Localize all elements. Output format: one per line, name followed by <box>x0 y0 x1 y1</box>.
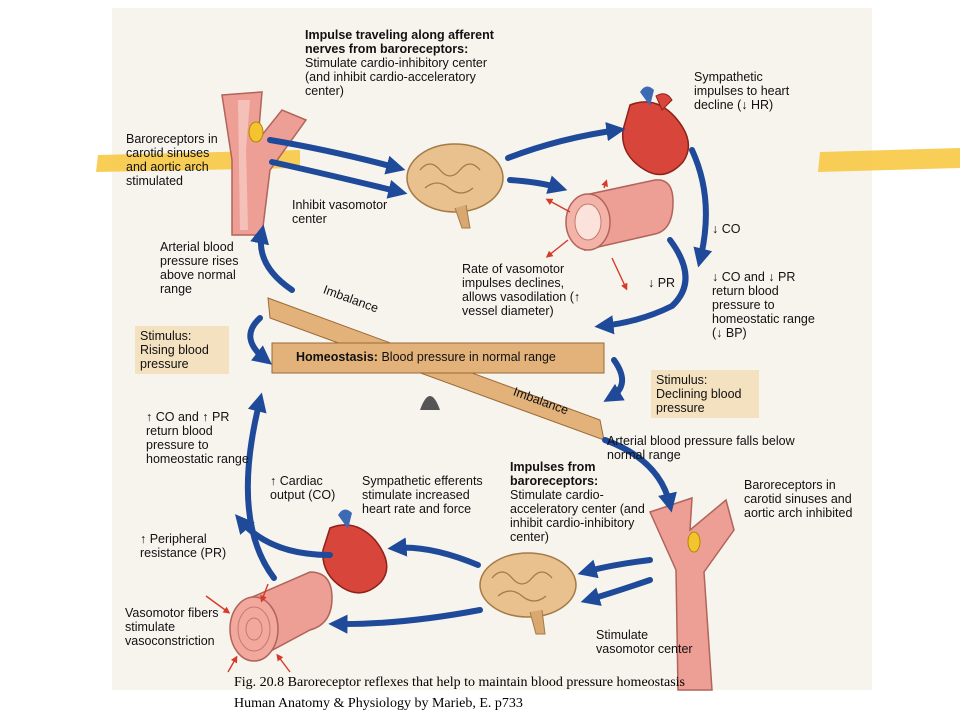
arrow-vessel-to-brain-bottom-1 <box>577 557 653 579</box>
stimulate-vasomotor-label: Stimulate vasomotor center <box>596 628 693 656</box>
homeostasis-label: Homeostasis: Blood pressure in normal ra… <box>296 350 596 364</box>
vessel-dilated-icon <box>565 179 674 251</box>
arrow-vessel-to-brain-bottom-2 <box>580 577 653 606</box>
caption-line2: Human Anatomy & Physiology by Marieb, E.… <box>234 696 523 711</box>
carotid-vessel-top <box>221 91 308 236</box>
arrow-brain-to-vessel-bottom <box>328 607 483 634</box>
inhibit-vasomotor-label: Inhibit vasomotor center <box>292 198 388 226</box>
brain-bottom-icon <box>479 552 577 635</box>
impulses-label: Impulses from baroreceptors: Stimulate c… <box>510 460 650 544</box>
heart-top-icon <box>621 86 690 176</box>
arrow-left-up-to-vessel <box>250 224 295 293</box>
sympathetic-decline-label: Sympathetic impulses to heart decline (↓… <box>694 70 790 112</box>
caption-line1: Fig. 20.8 Baroreceptor reflexes that hel… <box>234 675 686 690</box>
arrow-seesaw-to-stimulus-right <box>603 357 625 402</box>
homeostasis-text: Blood pressure in normal range <box>381 350 556 364</box>
impulse-afferent-title: Impulse traveling along afferent nerves … <box>305 28 494 56</box>
sympathetic-efferents-label: Sympathetic efferents stimulate increase… <box>362 474 483 516</box>
highlight-stripe-right <box>818 148 960 172</box>
baroreceptors-inhibited-label: Baroreceptors in carotid sinuses and aor… <box>744 478 853 520</box>
co-pr-up-return-label: ↑ CO and ↑ PR return blood pressure to h… <box>146 410 249 466</box>
peripheral-resistance-label: ↑ Peripheral resistance (PR) <box>140 532 227 560</box>
rate-vasomotor-label: Rate of vasomotor impulses declines, all… <box>462 262 581 318</box>
arterial-falls-label: Arterial blood pressure falls below norm… <box>607 434 795 462</box>
arterial-rises-label: Arterial blood pressure rises above norm… <box>160 240 239 296</box>
co-pr-down-return-label: ↓ CO and ↓ PR return blood pressure to h… <box>712 270 815 340</box>
impulses-title: Impulses from baroreceptors: <box>510 460 599 488</box>
arrow-to-baroreceptors-bottom <box>602 437 677 513</box>
vasomotor-fibers-label: Vasomotor fibers stimulate vasoconstrict… <box>125 606 219 648</box>
arrow-vessel-to-brain-1 <box>267 137 406 175</box>
impulse-afferent-body: Stimulate cardio-inhibitory center (and … <box>305 56 488 98</box>
seesaw <box>267 297 605 441</box>
homeostasis-title: Homeostasis: <box>296 350 378 364</box>
impulses-body: Stimulate cardio-acceleratory center (an… <box>510 488 645 544</box>
stimulus-declining-box: Stimulus: Declining blood pressure <box>651 370 759 418</box>
arrow-vessel-up-left <box>244 392 277 581</box>
carotid-vessel-bottom <box>648 496 735 691</box>
arrow-stimulus-to-seesaw <box>247 315 273 365</box>
impulse-afferent-label: Impulse traveling along afferent nerves … <box>305 28 505 98</box>
cardiac-output-label: ↑ Cardiac output (CO) <box>270 474 336 502</box>
baroreceptors-stimulated-label: Baroreceptors in carotid sinuses and aor… <box>126 132 218 188</box>
heart-bottom-icon <box>322 509 388 594</box>
vessel-constricted-icon <box>229 571 333 662</box>
arrow-heart-down <box>689 147 713 268</box>
pr-down-label: ↓ PR <box>648 276 676 290</box>
arrow-brain-to-vessel <box>507 175 568 194</box>
brain-top-icon <box>406 143 504 229</box>
arrow-heart-up-left <box>234 514 333 558</box>
co-down-label: ↓ CO <box>712 222 741 236</box>
arrow-vessel-to-brain-2 <box>269 159 408 199</box>
arrow-brain-to-heart-bottom <box>387 537 481 568</box>
arrow-brain-to-heart <box>505 122 626 161</box>
arrow-vessel-right-down <box>594 237 689 335</box>
stimulus-rising-box: Stimulus: Rising blood pressure <box>135 326 229 374</box>
